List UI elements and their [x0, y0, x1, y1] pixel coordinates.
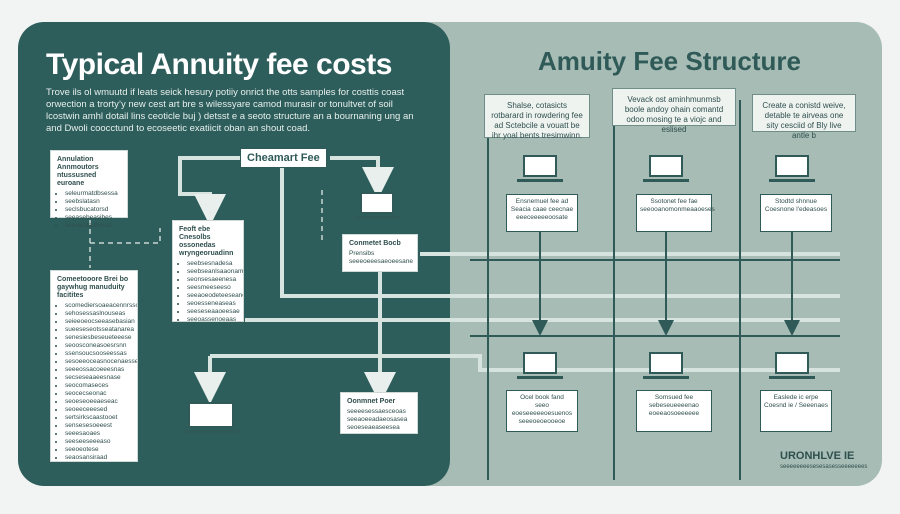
card-line: seieeoeocseeasebasian: [65, 318, 135, 326]
card-head: Comeetooore Brei bo gaywhug manuduity fa…: [57, 276, 129, 299]
computer-icon: [517, 155, 563, 182]
center-fee-label: Cheamart Fee: [240, 148, 327, 168]
card-line: seebseanlsaaonamd: [187, 268, 243, 276]
card-line: seeaoeeadaeosasea: [347, 416, 408, 423]
card-line: seeaoeodeteeseanoss: [187, 292, 243, 300]
left-description: Trove ils ol wmuutd if leats seick hesur…: [46, 87, 414, 134]
card-head: Feoft ebe Cnesolbs ossonedas wryngeoruad…: [179, 226, 234, 257]
note-2: Vevack ost aminhmunmsb boole andoy ohain…: [612, 88, 736, 134]
card-line: seaosansiraad: [65, 454, 131, 461]
card-line: seeo eoeseeeeeoesuenos seeeoeoeooeoe: [511, 402, 573, 425]
card-line: seocomaseces: [65, 382, 131, 390]
card-line: seeseeseeeaso: [65, 438, 131, 446]
computer-icon: [643, 352, 689, 379]
card-head: Conmetet Bocb: [349, 240, 401, 247]
bottom-card-3: Easlede ic erpe Coesnd ie / Seeenaes: [760, 390, 832, 432]
card-annual-fee: Oonmnet Poer seeeesessaesceoas seeaoeead…: [340, 392, 418, 434]
card-line: seeseseaaoeesae: [187, 308, 240, 316]
card-line: seocecseonac: [65, 390, 131, 398]
card-title: Stodtd shnnue: [775, 198, 817, 205]
card-annuitization: Annulation Annmoutors ntussusned euroane…: [50, 150, 128, 229]
right-title: Amuity Fee Structure: [538, 46, 801, 76]
card-line: seclsbucatorsd: [65, 206, 121, 214]
card-line: seeeossacoeeesnas: [65, 366, 131, 374]
card-line: seeoassenoeaas: [187, 316, 237, 321]
card-line: Seacia caae ceecnae eeeceeeeeoosate: [510, 206, 574, 221]
card-line: seoosconeasoesrsnn: [65, 342, 131, 350]
card-line: seebslatasn: [65, 198, 121, 206]
card-line: seeeoeeesaeoeesane: [349, 258, 413, 265]
note-3: Create a conistd weive, detable te airve…: [752, 94, 856, 140]
card-head: Oonmnet Poer: [347, 398, 396, 405]
computer-icon: [354, 192, 400, 219]
card-line: sensesesoeeest: [65, 422, 131, 430]
card-title: Easlede ic erpe: [773, 394, 819, 401]
top-card-3: Stodtd shnnue Coesnone l'edeasoes: [760, 194, 832, 232]
card-line: seeesaoaes: [65, 430, 131, 438]
card-title: Ocel book fand: [520, 394, 564, 401]
card-title: Somsued fee: [654, 394, 694, 401]
card-line: seonsesaeenesa: [187, 276, 237, 284]
card-line: seebsesnadesa: [187, 260, 237, 268]
note-1: Shalse, cotasicts rotbarard in rowdering…: [484, 94, 590, 140]
computer-icon: [769, 155, 815, 182]
card-line: seoesseneaseas: [187, 300, 237, 308]
computer-icon: [517, 352, 563, 379]
card-line: sehosessaslnouseas: [65, 310, 131, 318]
card-line: seesmeeseeso: [187, 284, 237, 292]
computer-icon: [182, 402, 240, 433]
card-head: Annulation Annmoutors ntussusned euroane: [57, 156, 99, 187]
card-line: sertsirkscaastooet: [65, 414, 131, 422]
left-title: Typical Annuity fee costs: [46, 48, 392, 81]
card-line: seoeeceeesed: [65, 406, 131, 414]
card-line: seeeesessaesceoas: [347, 408, 406, 415]
card-line: seeasebeasibes: [65, 214, 121, 222]
card-line: senesiesbeseueteeese: [65, 334, 132, 342]
card-line: sesoeeoceasnocenaesse: [65, 358, 137, 366]
bottom-card-2: Somsued fee sebeseueeeenao eoeeaosoeeeee…: [636, 390, 712, 432]
right-connectors: [470, 100, 840, 480]
card-line: sebeseueeeenao eoeeaosoeeeeee: [648, 402, 700, 417]
card-title: Ensnemuel fee ad: [515, 198, 569, 205]
top-card-1: Ensnemuel fee ad Seacia caae ceecnae eee…: [506, 194, 578, 232]
card-line: seerecdesfonsd: [65, 222, 121, 230]
bottom-card-1: Ocel book fand seeo eoeseeeeeoesuenos se…: [506, 390, 578, 432]
top-card-2: Ssotonet fee fae seeooanomonmeaaoeses: [636, 194, 715, 232]
card-line: secseseaaeesnase: [65, 374, 131, 382]
card-line: Coesnd ie / Seeenaes: [764, 402, 828, 409]
card-line: seeoeotese: [65, 446, 131, 454]
card-line: Coesnone l'edeasoes: [764, 206, 828, 213]
card-choices: Feoft ebe Cnesolbs ossonedas wryngeoruad…: [172, 220, 244, 322]
card-line: Prensibs: [349, 250, 375, 257]
computer-icon: [643, 155, 689, 182]
brand-tagline: seeeeeeeesesesasesseeeeeees: [780, 464, 868, 470]
card-contract-book: Conmetet Bocb Prensibs seeeoeeesaeoeesan…: [342, 234, 418, 272]
card-line: ssensoucsooseessas: [65, 350, 131, 358]
computer-icon: [769, 352, 815, 379]
card-line: sueeseseotsseatanarea: [65, 326, 134, 334]
card-line: seoeseaeaseesea: [347, 424, 400, 431]
card-line: seleurmatdbsessa: [65, 190, 121, 198]
brand-logo: URONHLVE IE: [780, 450, 855, 462]
card-features: Comeetooore Brei bo gaywhug manuduity fa…: [50, 270, 138, 462]
card-line: seoeseoeeaeseac: [65, 398, 131, 406]
card-line: seeooanomonmeaaoeses: [640, 206, 715, 213]
card-title: Ssotonet fee fae: [650, 198, 698, 205]
card-line: scomediersoaeacennrssoaeanie: [65, 302, 137, 310]
